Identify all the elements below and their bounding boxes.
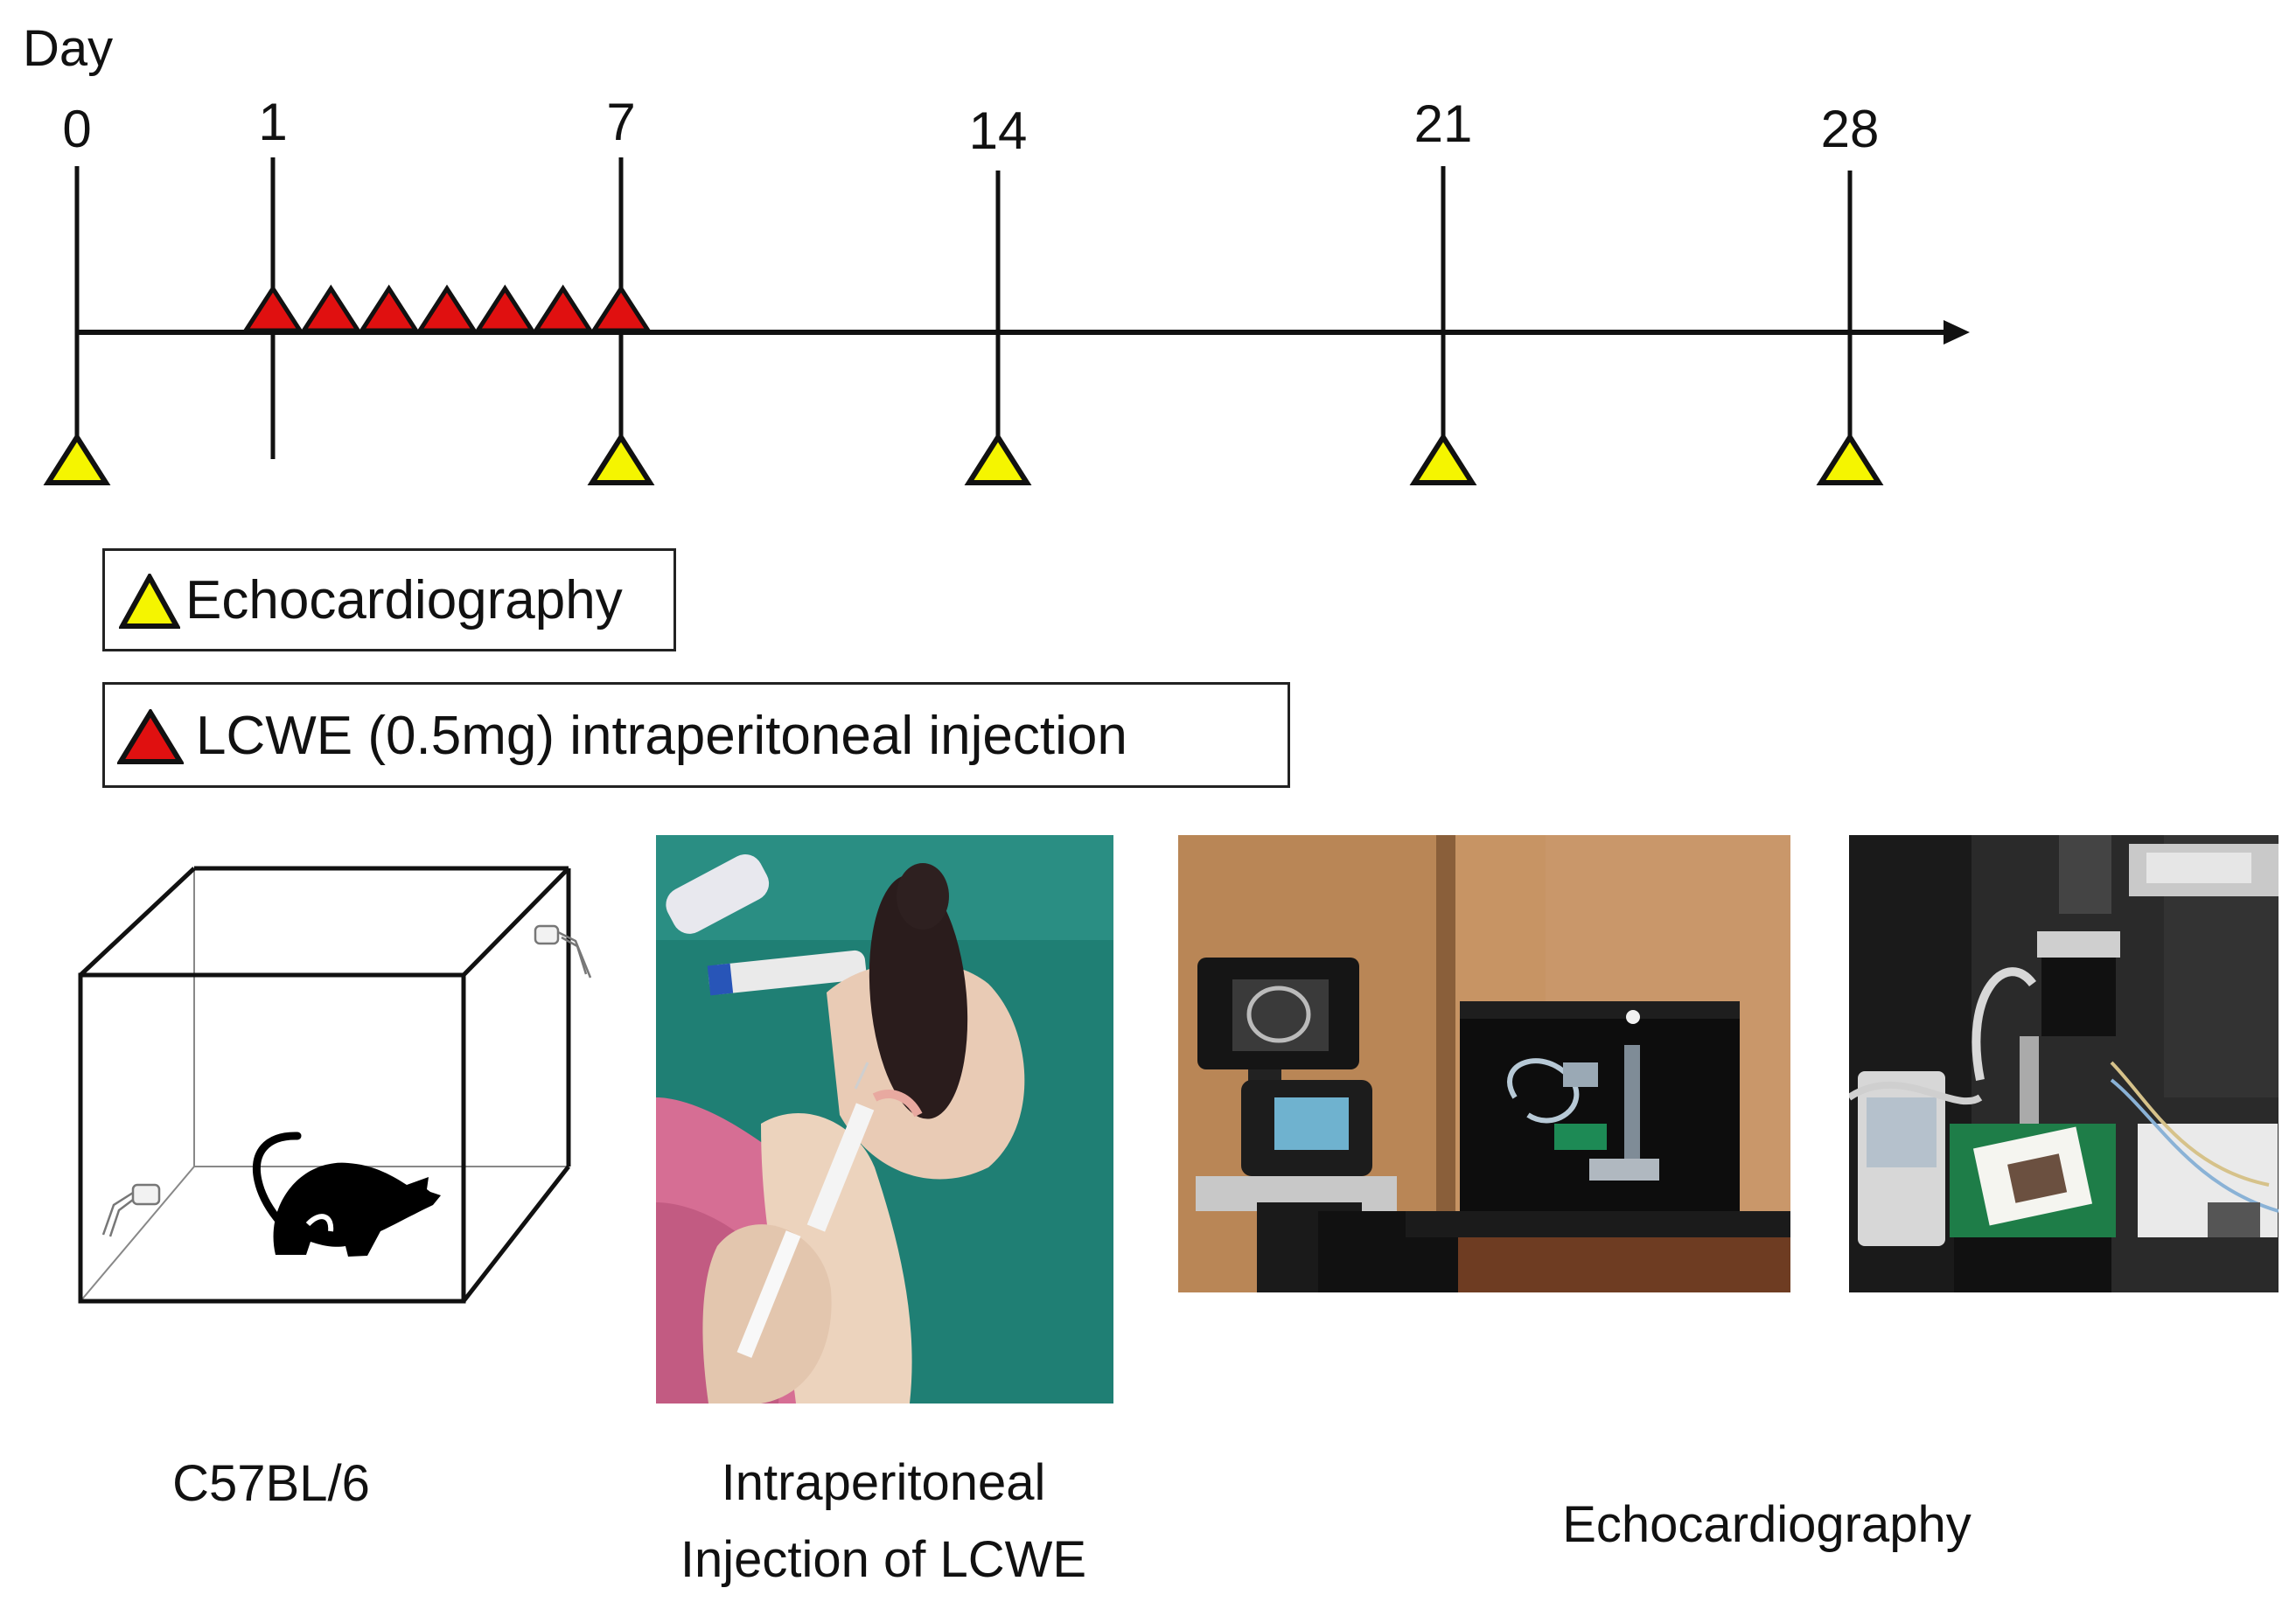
timeline-tick-label: 7 — [606, 93, 635, 151]
caption-mouse-strain: C57BL/6 — [172, 1455, 370, 1512]
injection-marker-day-7 — [590, 284, 653, 333]
timeline-tick-label: 21 — [1414, 94, 1473, 153]
caption-echocardiography: Echocardiography — [1562, 1496, 1971, 1553]
caption-injection-line1: Intraperitoneal — [721, 1454, 1046, 1511]
photo-echocardiography-system — [1178, 835, 1790, 1292]
legend-injection-box: LCWE (0.5mg) intraperitoneal injection — [102, 682, 1290, 788]
injection-marker-day-6 — [532, 284, 595, 333]
water-bottle-icon — [101, 1183, 161, 1237]
injection-marker-day-1 — [241, 284, 304, 333]
timeline-title: Day — [23, 20, 114, 77]
photo-echocardiography-closeup — [1849, 835, 2279, 1292]
echo-marker-day-21 — [1409, 432, 1477, 485]
caption-injection-line2: Injection of LCWE — [680, 1531, 1087, 1588]
echo-marker-day-0 — [43, 432, 111, 485]
echo-marker-day-14 — [964, 432, 1032, 485]
water-bottle-icon — [534, 924, 592, 979]
echo-marker-icon — [119, 574, 180, 629]
injection-marker-day-3 — [358, 284, 421, 333]
echo-marker-day-28 — [1816, 432, 1884, 485]
timeline-tick-label: 0 — [62, 100, 91, 158]
timeline-tick-label: 28 — [1821, 100, 1880, 158]
photo-intraperitoneal-injection — [656, 835, 1113, 1404]
injection-marker-day-2 — [299, 284, 362, 333]
echo-marker-day-7 — [587, 432, 655, 485]
injection-marker-day-5 — [473, 284, 536, 333]
timeline-arrowhead — [1944, 320, 1970, 345]
injection-marker-day-4 — [415, 284, 478, 333]
injection-marker-icon — [117, 709, 184, 764]
mouse-cage-illustration — [78, 866, 592, 1304]
mouse-silhouette-icon — [253, 1132, 441, 1257]
timeline-tick-label: 14 — [969, 101, 1028, 160]
timeline: 0 1 7 14 21 28 — [43, 93, 1970, 485]
legend-echo-box: Echocardiography — [102, 548, 676, 651]
legend-echo-label: Echocardiography — [185, 570, 623, 630]
legend-injection-label: LCWE (0.5mg) intraperitoneal injection — [196, 706, 1127, 766]
timeline-tick-label: 1 — [258, 93, 287, 151]
